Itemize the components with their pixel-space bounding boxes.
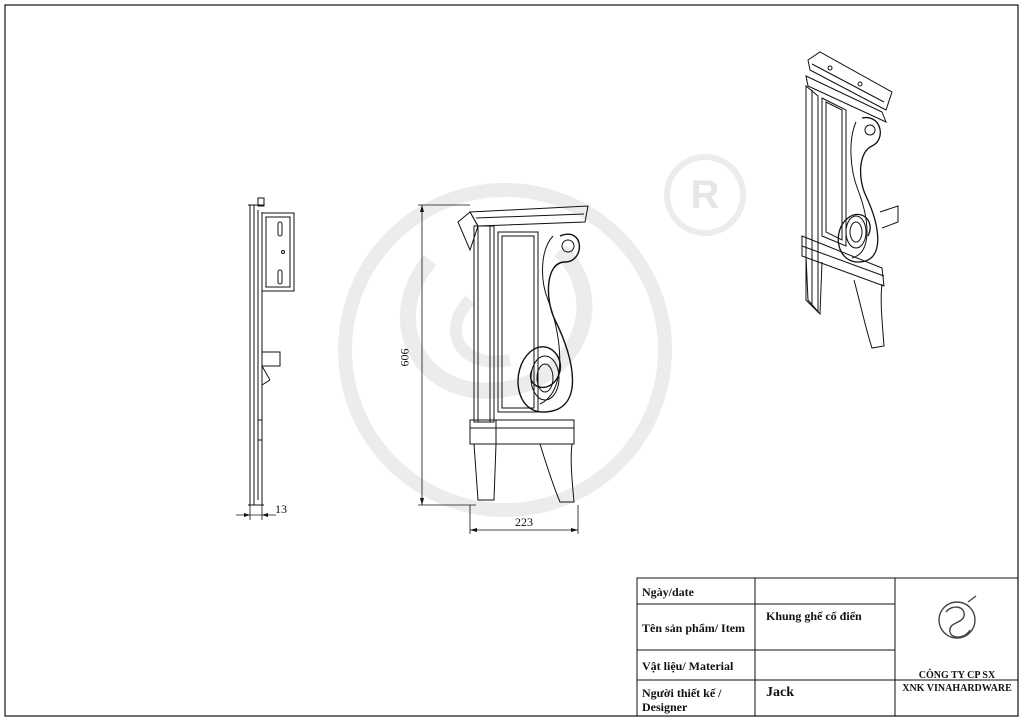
side-view (236, 197, 295, 520)
date-label: Ngày/date (642, 585, 694, 599)
material-label: Vật liệu/ Material (642, 659, 734, 673)
company-name-line2: XNK VINAHARDWARE (902, 683, 1012, 694)
item-value: Khung ghế cổ điển (766, 609, 862, 623)
company-logo-icon (938, 595, 977, 639)
thickness-dimension-label: 13 (275, 502, 287, 516)
designer-value: Jack (766, 685, 794, 700)
front-view (418, 204, 589, 534)
watermark-logo: R (338, 154, 746, 517)
item-label: Tên sản phẩm/ Item (642, 621, 746, 635)
title-block (636, 577, 1019, 717)
company-name-line1: CÔNG TY CP SX (918, 670, 996, 681)
registered-mark-letter: R (691, 173, 720, 217)
registered-mark-icon (664, 154, 746, 236)
width-dimension-label: 223 (515, 515, 533, 529)
height-dimension-label: 606 (397, 348, 412, 367)
designer-label-line1: Người thiết kế / (642, 686, 722, 700)
designer-label-line2: Designer (642, 700, 688, 714)
sheet-border (4, 4, 1019, 717)
isometric-view (801, 51, 899, 349)
